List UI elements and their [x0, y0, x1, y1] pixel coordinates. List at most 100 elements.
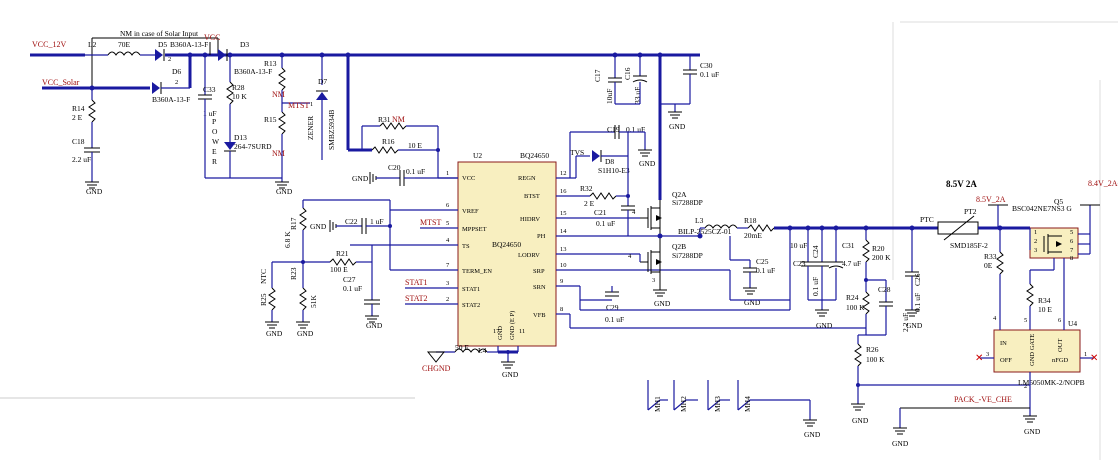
diode-d3 [218, 49, 226, 61]
q2b-ref: Q2B [672, 242, 686, 251]
u2-ref: U2 [473, 151, 482, 160]
pt2-value: SMD185F-2 [950, 241, 988, 250]
ptc-pt2 [937, 221, 979, 235]
d6-value: B360A-13-F [152, 95, 190, 104]
c21-ref: C21 [594, 208, 607, 217]
svg-text:7: 7 [446, 262, 450, 269]
svg-text:GND: GND [502, 370, 519, 379]
c28-ref: C28 [878, 285, 891, 294]
svg-text:10: 10 [560, 262, 567, 269]
u4-pin-out: OUT [1057, 339, 1064, 352]
r20-ref: R20 [872, 244, 885, 253]
svg-text:8: 8 [1070, 255, 1073, 262]
svg-text:5: 5 [446, 220, 449, 227]
q5-value: BSC042NE7NS3 G [1012, 204, 1072, 213]
c18-value: 2.2 uF [72, 155, 91, 164]
svg-text:O: O [212, 127, 218, 136]
net-stat1: STAT1 [405, 278, 427, 287]
svg-text:3: 3 [1034, 247, 1037, 254]
diode-d5 [155, 49, 163, 61]
u4-pin-gndgate: GND GATE [1029, 334, 1036, 366]
c31-ref: C31 [842, 241, 855, 250]
net-vcc-12v: VCC_12V [32, 40, 66, 49]
ptc-label: PTC [920, 215, 934, 224]
zener-d7 [316, 92, 328, 100]
svg-text:NM: NM [272, 149, 285, 158]
svg-text:STAT1: STAT1 [462, 286, 480, 293]
c19-ref: C19 [607, 125, 620, 134]
svg-text:VCC: VCC [462, 175, 475, 182]
c25-value: 0.1 uF [756, 266, 775, 275]
d7-ref: D7 [318, 77, 327, 86]
svg-text:1: 1 [310, 101, 313, 108]
mosfet-q2b [640, 236, 662, 290]
diode-d6 [152, 82, 160, 94]
c22-value: 1 uF [370, 217, 384, 226]
c23-value: 10 uF [790, 241, 807, 250]
svg-text:2: 2 [446, 296, 449, 303]
u2-center-label: BQ24650 [492, 240, 521, 249]
svg-text:15: 15 [560, 210, 567, 217]
u4-ref: U4 [1068, 319, 1077, 328]
svg-text:R: R [212, 157, 217, 166]
svg-text:MPPSET: MPPSET [462, 226, 487, 233]
pt2-ref: PT2 [964, 207, 977, 216]
d5-ref: D5 [158, 40, 167, 49]
svg-text:VREF: VREF [462, 208, 479, 215]
c17-value: 10uF [605, 89, 614, 104]
r25-ref: R25 [259, 293, 268, 306]
svg-text:GND: GND [86, 187, 103, 196]
resistor-r14 [88, 99, 96, 123]
svg-text:GND: GND [352, 174, 369, 183]
svg-text:GND: GND [816, 321, 833, 330]
d13-ref: D13 [234, 133, 247, 142]
d3-ref: D3 [240, 40, 249, 49]
svg-text:MTST: MTST [420, 218, 441, 227]
resistor-r18 [747, 224, 775, 232]
svg-text:9: 9 [560, 278, 563, 285]
l4-ref: L4 [478, 346, 487, 355]
d6-ref: D6 [172, 67, 181, 76]
r17-ref: R17 [289, 217, 298, 230]
u4-pin-off: OFF [1000, 357, 1012, 364]
r18-ref: R18 [744, 216, 757, 225]
ic-u4-lm5050 [993, 329, 1081, 373]
svg-text:6: 6 [446, 202, 450, 209]
svg-text:✕: ✕ [975, 353, 983, 364]
c26-value: 0.1 uF [913, 293, 922, 312]
r23-ref: R23 [289, 267, 298, 280]
svg-text:GND: GND [744, 298, 761, 307]
svg-text:14: 14 [560, 228, 567, 235]
q2b-value: Si7288DP [672, 251, 703, 260]
c31-value: 4.7 uF [842, 259, 861, 268]
net-vcc: VCC [204, 33, 220, 42]
d8-value: S1H10-E3 [598, 166, 630, 175]
svg-text:3: 3 [986, 351, 989, 358]
r24-value: 100 K [846, 303, 865, 312]
output-caps [801, 228, 844, 317]
svg-text:4: 4 [632, 209, 636, 216]
svg-text:5: 5 [1024, 317, 1027, 324]
svg-text:8: 8 [560, 306, 563, 313]
net-out-8v5: 8.5V_2A [976, 195, 1006, 204]
r32-ref: R32 [580, 184, 593, 193]
svg-text:6: 6 [1058, 317, 1062, 324]
svg-text:SRP: SRP [533, 268, 545, 275]
r28-value: 10 K [232, 92, 247, 101]
inductor-l3 [704, 224, 738, 229]
note-solar: NM in case of Solar Input [120, 29, 199, 38]
svg-text:GND: GND [892, 439, 909, 448]
inductor-l2 [107, 51, 141, 56]
r23-value: 51K [309, 295, 318, 309]
r21-ref: R21 [336, 249, 349, 258]
mh1-label: MH1 [653, 396, 662, 412]
svg-text:P: P [212, 117, 216, 126]
svg-text:17: 17 [493, 328, 500, 335]
svg-text:GND: GND [804, 430, 821, 439]
r14-ref: R14 [72, 104, 85, 113]
svg-text:GND: GND [276, 187, 293, 196]
svg-text:NM: NM [392, 115, 405, 124]
svg-text:1: 1 [1034, 229, 1037, 236]
